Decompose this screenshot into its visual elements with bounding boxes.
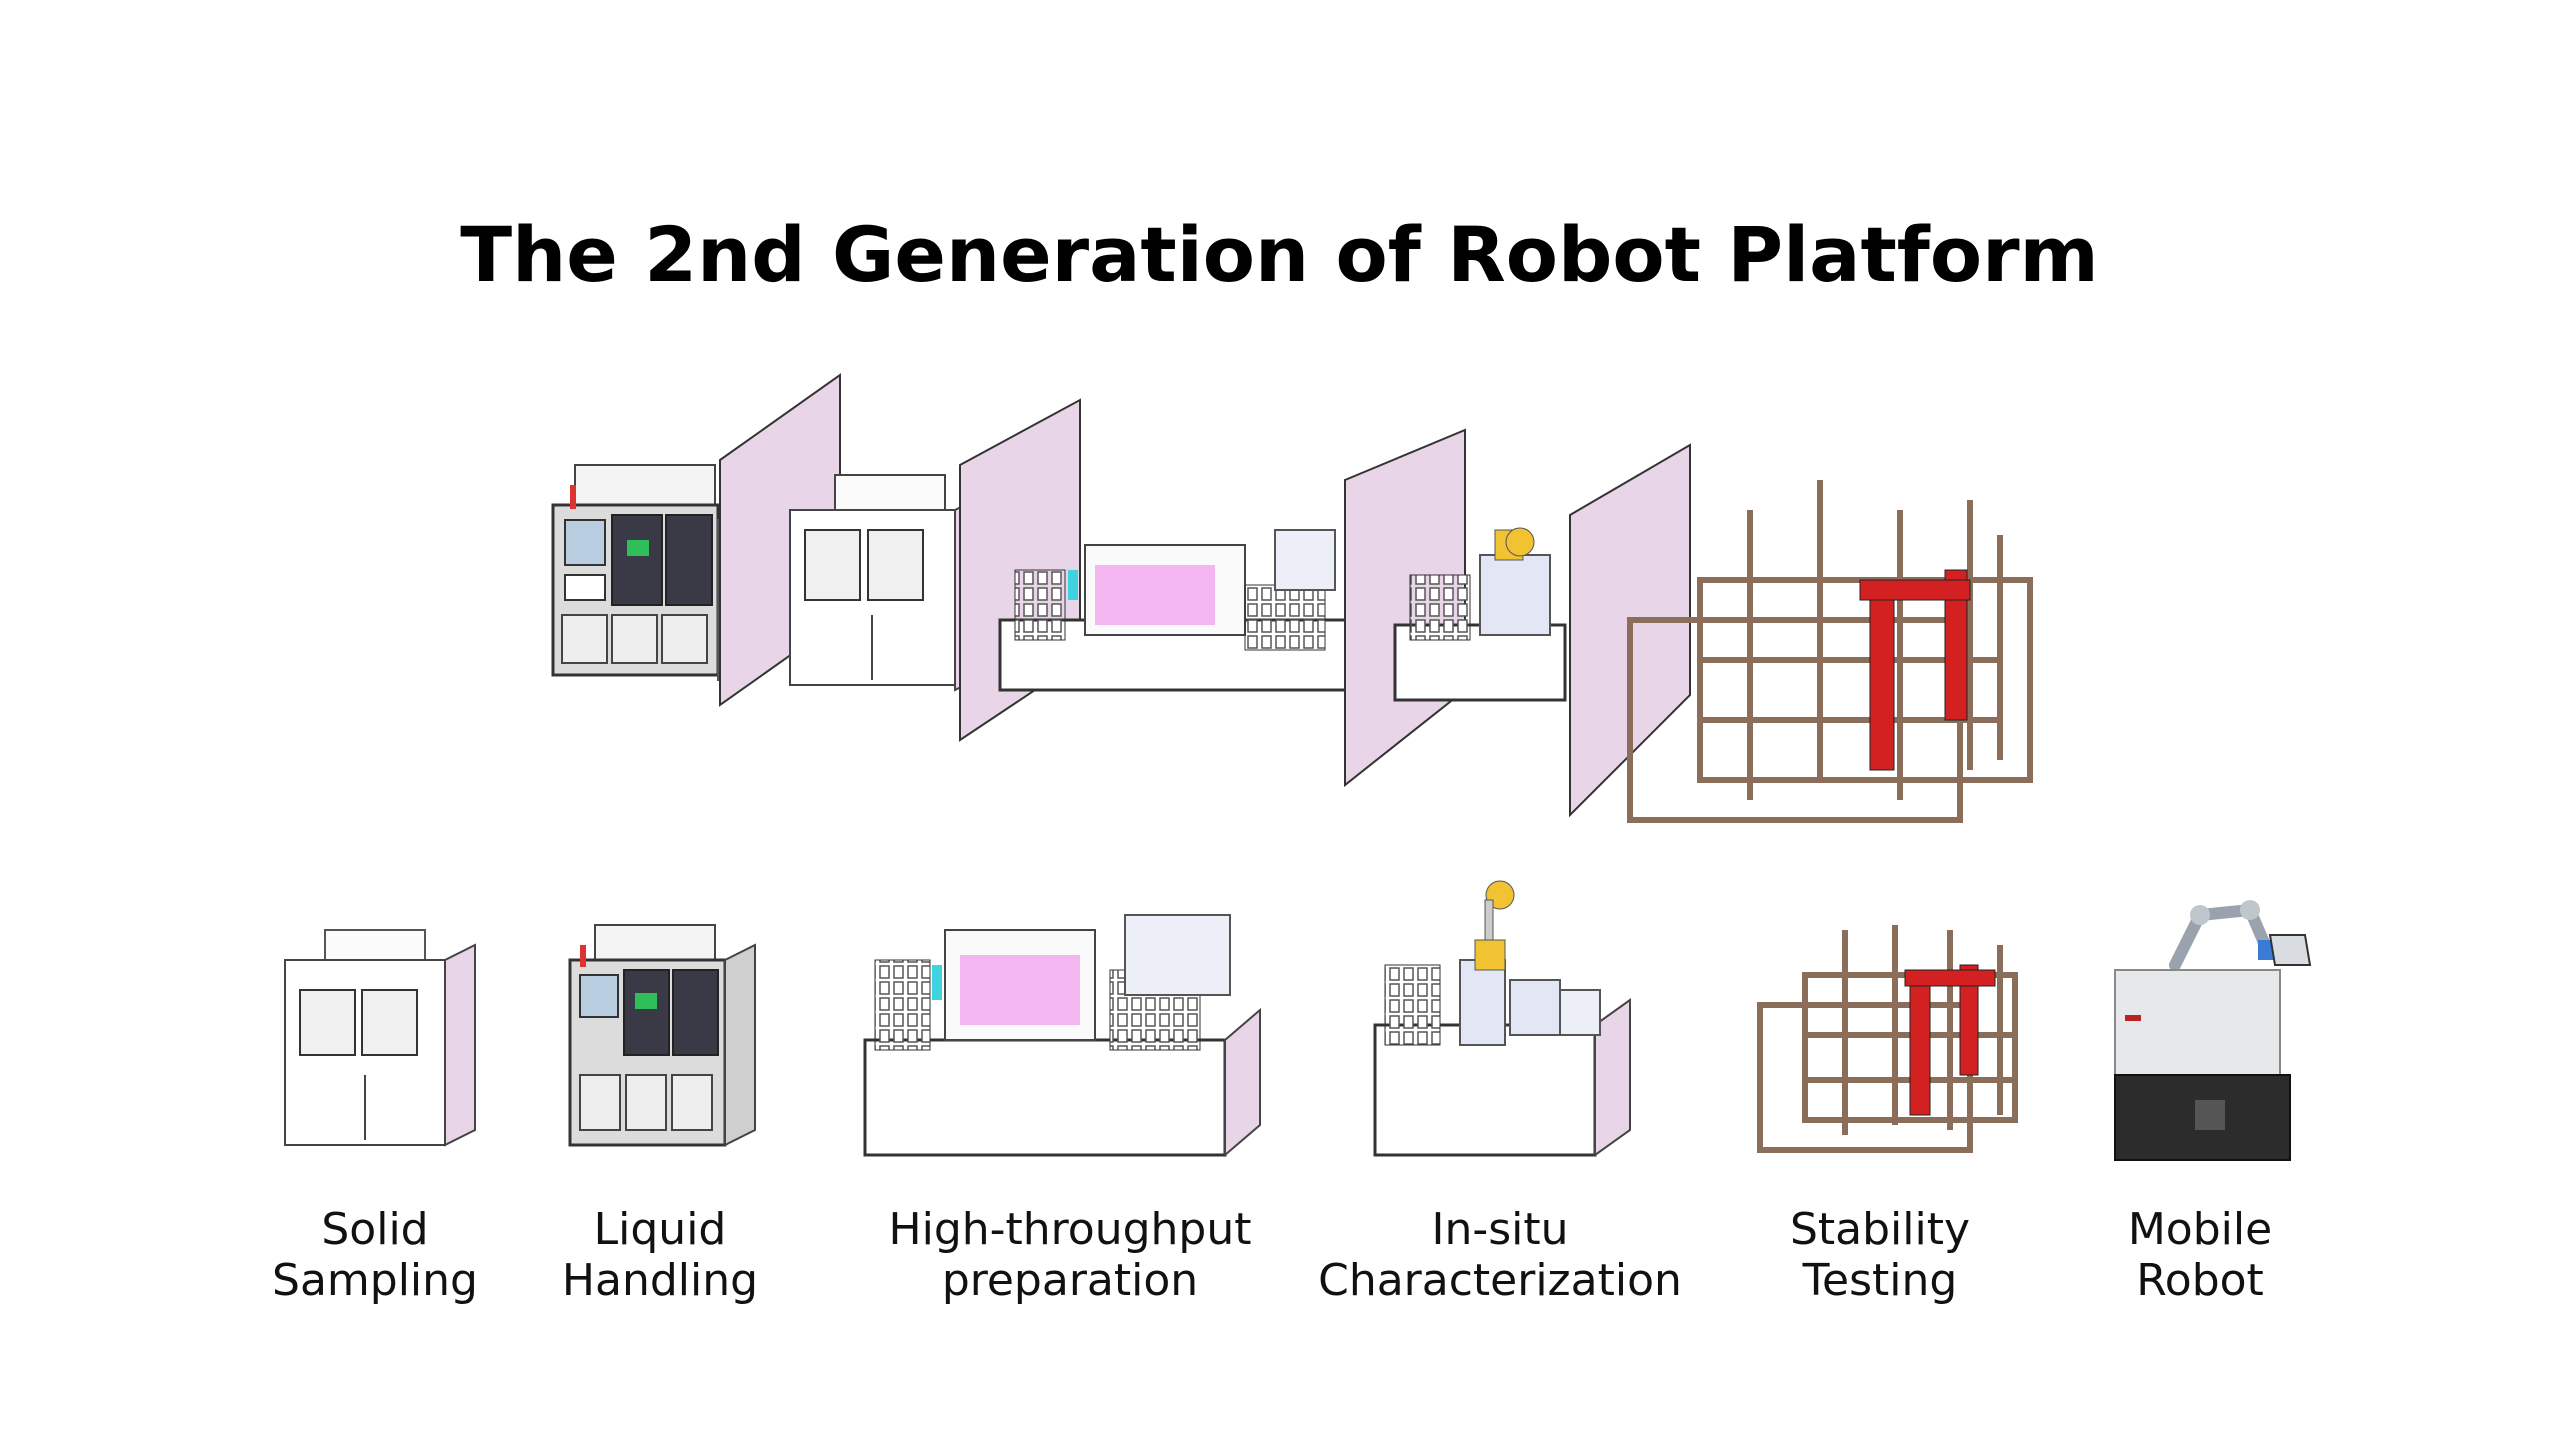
module-label-mobile-robot: Mobile Robot: [2090, 1204, 2310, 1306]
page-title: The 2nd Generation of Robot Platform: [460, 210, 2099, 299]
module-label-in-situ: In-situ Characterization: [1310, 1204, 1690, 1306]
high-throughput-illustration: [863, 914, 1261, 1158]
module-label-solid-sampling: Solid Sampling: [255, 1204, 495, 1306]
solid-sampling-illustration: [284, 929, 476, 1147]
assembled-platform-illustration: [551, 373, 2033, 823]
label-line: Solid: [321, 1204, 429, 1255]
stability-testing-illustration: [1757, 925, 2018, 1153]
in-situ-illustration: [1373, 880, 1631, 1157]
label-line: Handling: [561, 1255, 759, 1306]
label-line: High-throughput: [888, 1204, 1252, 1255]
in-situ-unit: [1393, 527, 1567, 702]
gantry-robot: [1859, 569, 1971, 771]
mobile-robot-illustration: [2114, 900, 2312, 1161]
module-label-liquid-handling: Liquid Handling: [540, 1204, 780, 1306]
high-throughput-unit: [998, 529, 1362, 692]
liquid-handling-unit: [551, 464, 741, 681]
label-line: In-situ: [1431, 1204, 1569, 1255]
label-line: Mobile: [2127, 1204, 2273, 1255]
label-line: Characterization: [1318, 1255, 1682, 1306]
label-line: Stability: [1789, 1204, 1971, 1255]
module-label-stability-testing: Stability Testing: [1750, 1204, 2010, 1306]
liquid-handling-illustration: [568, 924, 756, 1147]
label-line: Robot: [2136, 1255, 2264, 1306]
label-line: Sampling: [272, 1255, 478, 1306]
module-label-high-throughput: High-throughput preparation: [860, 1204, 1280, 1306]
label-line: preparation: [941, 1255, 1199, 1306]
label-line: Liquid: [593, 1204, 727, 1255]
label-line: Testing: [1802, 1255, 1958, 1306]
